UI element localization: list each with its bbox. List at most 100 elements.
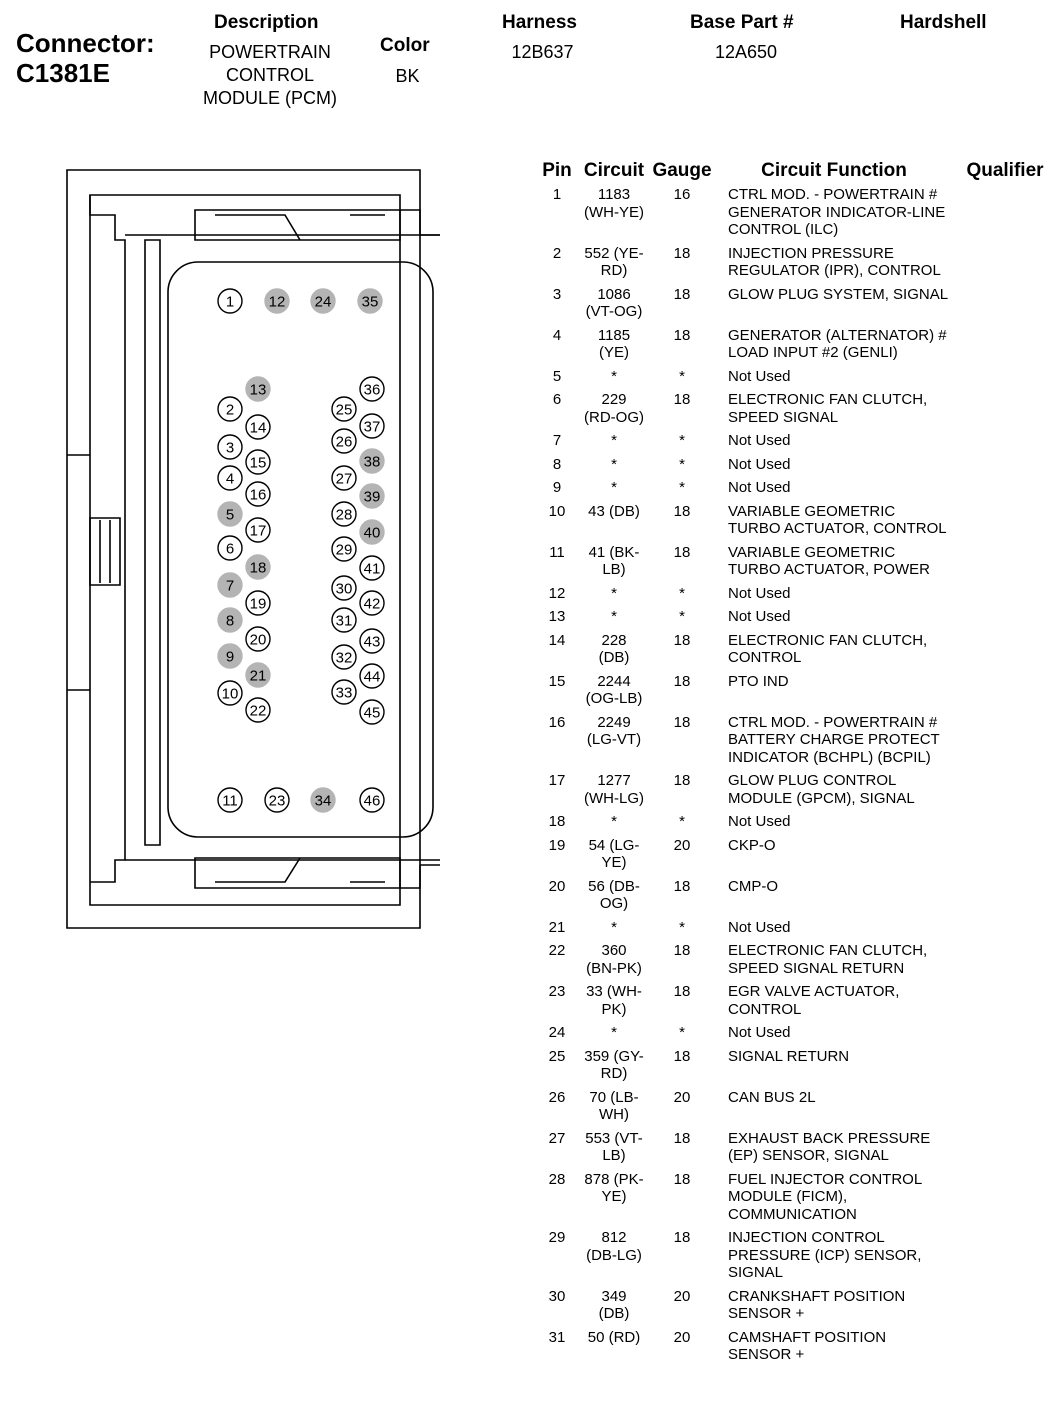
pin-cavity [331, 396, 357, 422]
pin-cavity [245, 517, 271, 543]
function-cell: Not Used [728, 584, 791, 602]
pin-number-label: 31 [336, 613, 353, 630]
circuit-cell: 552 (YE-RD) [584, 244, 644, 280]
description-label: Description [214, 12, 319, 33]
column-header-function: Circuit Function [761, 160, 907, 181]
pin-number-label: 34 [315, 793, 332, 810]
qualifier-cell [954, 186, 1056, 245]
gauge-cell: 18 [673, 543, 691, 561]
function-cell: Not Used [728, 479, 791, 496]
qualifier-cell [954, 1229, 1056, 1288]
qualifier-cell [954, 585, 1056, 609]
pin-table: Pin Circuit Gauge Circuit Function Quali… [536, 160, 1056, 1370]
gauge-cell: 18 [673, 983, 691, 1000]
circuit-cell: 2244 (OG-LB) [585, 672, 643, 708]
pin-cell: 17 [548, 772, 566, 789]
table-row: 18**Not Used [536, 813, 1056, 837]
table-row: 8**Not Used [536, 456, 1056, 480]
gauge-cell: * [679, 367, 685, 385]
pin-cavity [359, 787, 385, 813]
harness-value: 12B637 [511, 42, 574, 62]
pin-number-label: 3 [226, 440, 234, 457]
qualifier-cell [954, 245, 1056, 286]
pin-cavity [331, 644, 357, 670]
gauge-cell: 18 [673, 942, 691, 959]
pin-cell: 7 [552, 432, 562, 449]
table-row: 24**Not Used [536, 1024, 1056, 1048]
pin-cavity-unused [217, 572, 243, 598]
connector-title: Connector: C1381E [16, 28, 155, 88]
pin-cavity-unused [357, 288, 383, 314]
pin-cell: 15 [548, 672, 566, 690]
pin-cell: 2 [552, 244, 562, 262]
circuit-cell: 1185 (YE) [597, 326, 631, 362]
pin-cavity-unused [310, 288, 336, 314]
function-cell: EXHAUST BACK PRESSURE (EP) SENSOR, SIGNA… [728, 1129, 931, 1165]
pin-cell: 19 [548, 836, 566, 854]
function-cell: INJECTION CONTROL PRESSURE (ICP) SENSOR,… [728, 1229, 922, 1281]
gauge-cell: 18 [673, 326, 691, 344]
pin-cell: 4 [552, 326, 562, 344]
function-cell: EGR VALVE ACTUATOR, CONTROL [728, 983, 900, 1018]
pin-number-label: 35 [362, 294, 379, 311]
circuit-cell: 229 (RD-OG) [584, 391, 644, 426]
pin-number-label: 33 [336, 685, 353, 702]
circuit-cell: * [611, 367, 617, 385]
qualifier-cell [954, 837, 1056, 878]
qualifier-cell [954, 1024, 1056, 1048]
function-cell: CTRL MOD. - POWERTRAIN # GENERATOR INDIC… [728, 186, 946, 238]
gauge-cell: 18 [673, 672, 691, 690]
pin-cell: 31 [548, 1328, 566, 1346]
side-key [89, 517, 121, 586]
pin-number-label: 26 [336, 434, 353, 451]
connector-label: Connector: [16, 28, 155, 58]
pin-number-label: 1 [226, 294, 234, 311]
function-cell: CAN BUS 2L [728, 1088, 816, 1106]
function-cell: PTO IND [728, 672, 789, 690]
qualifier-cell [954, 368, 1056, 392]
gauge-cell: * [679, 813, 685, 830]
pin-cell: 20 [548, 877, 566, 895]
qualifier-cell [954, 1130, 1056, 1171]
table-row: 5**Not Used [536, 368, 1056, 392]
qualifier-cell [954, 544, 1056, 585]
pin-cavity-unused [359, 483, 385, 509]
qualifier-cell [954, 673, 1056, 714]
circuit-cell: 1086 (VT-OG) [585, 285, 643, 321]
bottom-latch-inner [215, 857, 385, 883]
function-cell: Not Used [728, 432, 791, 449]
connector-housing [66, 169, 440, 929]
qualifier-cell [954, 391, 1056, 432]
gauge-cell: * [679, 918, 685, 936]
function-cell: Not Used [728, 367, 791, 385]
pin-cavity [217, 288, 243, 314]
pin-cavity [217, 787, 243, 813]
bottom-step [400, 864, 440, 889]
function-cell: CKP-O [728, 836, 776, 854]
pin-cavity-unused [264, 288, 290, 314]
pin-number-label: 40 [364, 525, 381, 542]
gauge-cell: 18 [673, 285, 691, 303]
circuit-cell: 360 (BN-PK) [586, 942, 642, 977]
pin-number-label: 30 [336, 581, 353, 598]
table-row: 13**Not Used [536, 608, 1056, 632]
qualifier-cell [954, 503, 1056, 544]
pin-cell: 22 [548, 942, 566, 959]
gauge-cell: * [679, 1024, 685, 1041]
gauge-cell: 20 [673, 836, 691, 854]
gauge-cell: 18 [673, 1129, 691, 1147]
function-cell: CMP-O [728, 877, 778, 895]
top-step [400, 209, 440, 236]
pin-number-label: 18 [250, 560, 267, 577]
pin-cavity-unused [217, 501, 243, 527]
circuit-cell: 50 (RD) [587, 1328, 641, 1346]
pin-cavity [359, 628, 385, 654]
